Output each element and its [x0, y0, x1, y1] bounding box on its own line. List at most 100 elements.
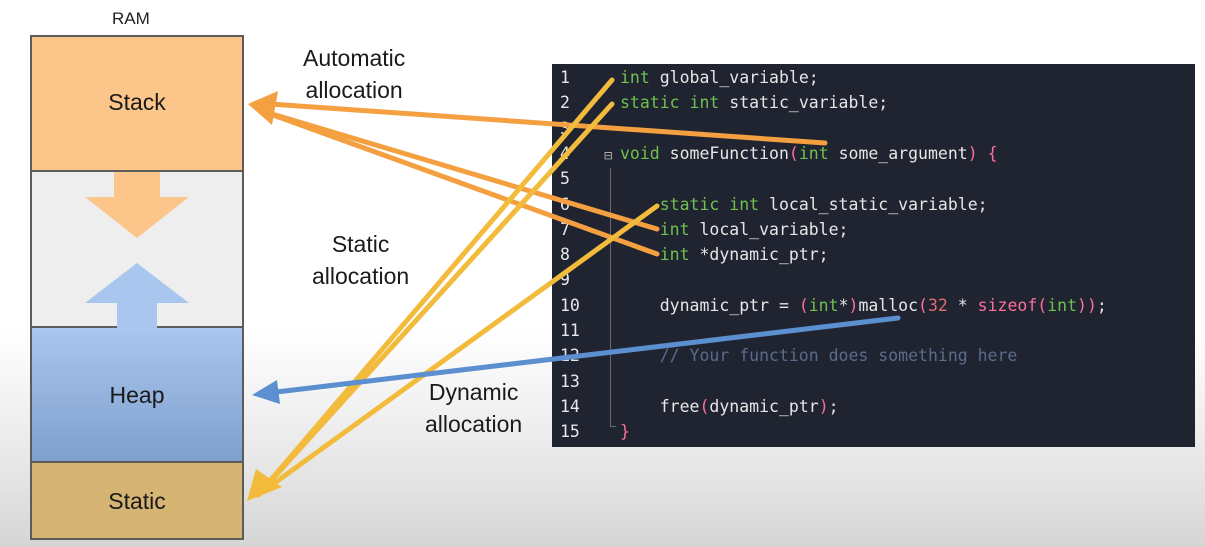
ram-diagram: Stack Heap Static — [30, 35, 244, 540]
dynamic-label-line1: Dynamic — [428, 379, 519, 405]
static-label: Static — [108, 488, 166, 514]
code-token: static_variable; — [719, 93, 889, 113]
code-text: dynamic_ptr = (int*)malloc(32 * sizeof(i… — [620, 293, 1107, 318]
code-token: ( — [788, 143, 799, 163]
code-token: static int — [620, 194, 760, 214]
dynamic-allocation-label: Dynamic allocation — [425, 376, 522, 440]
automatic-allocation-label: Automatic allocation — [303, 42, 405, 106]
heap-label: Heap — [109, 382, 165, 408]
code-text: free(dynamic_ptr); — [620, 394, 839, 419]
code-token: ; — [828, 396, 839, 416]
heap-segment: Heap — [32, 328, 242, 463]
code-line: 4 void someFunction(int some_argument) { — [552, 141, 1195, 166]
stack-arrowhead — [248, 91, 278, 125]
growth-arrows — [85, 172, 189, 328]
line-number: 13 — [560, 371, 580, 391]
code-line: 3 — [552, 116, 1195, 141]
code-token: } — [620, 422, 630, 442]
line-number: 1 — [560, 68, 570, 87]
line-number: 4 — [560, 143, 570, 163]
static-label-line1: Static — [331, 231, 390, 257]
code-token: int — [620, 245, 690, 265]
static-label-line2: allocation — [312, 263, 410, 289]
code-line: 1 int global_variable; — [552, 65, 1195, 90]
code-line: 9 — [552, 267, 1195, 292]
code-token: // Your function does something here — [620, 346, 1018, 366]
automatic-label-line2: allocation — [305, 77, 403, 103]
code-text: // Your function does something here — [620, 343, 1018, 368]
code-token: ) — [848, 295, 859, 315]
code-token: static int — [620, 93, 720, 113]
code-token: local_variable; — [689, 219, 849, 239]
code-line: 7 int local_variable; — [552, 217, 1195, 242]
line-number: 8 — [560, 245, 570, 265]
code-line: 12 // Your function does something here — [552, 343, 1195, 368]
code-token: { — [977, 143, 998, 163]
static-arrowhead — [247, 469, 282, 501]
line-number: 9 — [560, 270, 570, 290]
dynamic-label-line2: allocation — [425, 411, 523, 437]
line-number: 14 — [560, 396, 580, 416]
code-line: 13 — [552, 369, 1195, 394]
code-token: int — [1047, 295, 1078, 315]
code-line: 8 int *dynamic_ptr; — [552, 242, 1195, 267]
code-line: 11 — [552, 318, 1195, 343]
code-line: 10 dynamic_ptr = (int*)malloc(32 * sizeo… — [552, 293, 1195, 318]
code-line: 6 static int local_static_variable; — [552, 192, 1195, 217]
code-text: int *dynamic_ptr; — [620, 242, 829, 267]
code-token: )) — [1077, 295, 1097, 315]
code-token: sizeof — [977, 295, 1038, 315]
line-number: 7 — [560, 219, 570, 239]
code-token: 32 — [927, 295, 948, 315]
static-allocation-label: Static allocation — [312, 228, 409, 292]
heap-arrowhead — [252, 380, 280, 404]
code-token: * — [947, 295, 978, 315]
line-number: 2 — [560, 93, 570, 113]
code-token: int — [798, 143, 829, 163]
code-token: ) — [818, 396, 829, 416]
heap-growth-up-arrow — [85, 263, 189, 328]
line-number: 15 — [560, 422, 580, 442]
code-token: some_argument — [828, 143, 968, 163]
line-number: 11 — [560, 321, 580, 340]
code-line: 2 static int static_variable; — [552, 90, 1195, 115]
stack-segment: Stack — [32, 37, 242, 172]
code-token: dynamic_ptr — [709, 396, 819, 416]
line-number: 3 — [560, 118, 570, 138]
code-line: 5 — [552, 166, 1195, 191]
line-number: 10 — [560, 295, 580, 315]
ram-title: RAM — [112, 9, 150, 28]
line-number: 5 — [560, 169, 570, 189]
code-text: int local_variable; — [620, 217, 849, 242]
code-token: free — [620, 396, 700, 416]
automatic-label-line1: Automatic — [303, 45, 406, 71]
code-token: int — [808, 295, 839, 315]
code-token: void — [620, 143, 660, 163]
line-number: 12 — [560, 346, 580, 366]
code-token: ( — [699, 396, 710, 416]
code-token: int — [620, 219, 690, 239]
code-token: someFunction — [659, 143, 789, 163]
code-line: 15} — [552, 419, 1195, 444]
static-segment: Static — [32, 463, 242, 538]
code-text: static int local_static_variable; — [620, 192, 988, 217]
code-line: 14 free(dynamic_ptr); — [552, 394, 1195, 419]
code-token: dynamic_ptr = — [620, 295, 799, 315]
code-token: *dynamic_ptr; — [689, 245, 829, 265]
stack-growth-down-arrow — [85, 172, 189, 238]
code-text: void someFunction(int some_argument) { — [620, 141, 998, 166]
code-token: * — [838, 295, 849, 315]
stack-label: Stack — [108, 89, 166, 115]
line-number: 6 — [560, 194, 570, 214]
code-token: int — [620, 68, 650, 87]
code-token: ; — [1096, 295, 1107, 315]
code-token: local_static_variable; — [759, 194, 988, 214]
code-token: global_variable; — [649, 68, 819, 87]
code-token: ( — [1037, 295, 1048, 315]
code-text: static int static_variable; — [620, 90, 888, 115]
code-token: ( — [918, 295, 928, 315]
code-token: ) — [967, 143, 978, 163]
code-token: ( — [798, 295, 809, 315]
code-text: } — [620, 419, 630, 444]
